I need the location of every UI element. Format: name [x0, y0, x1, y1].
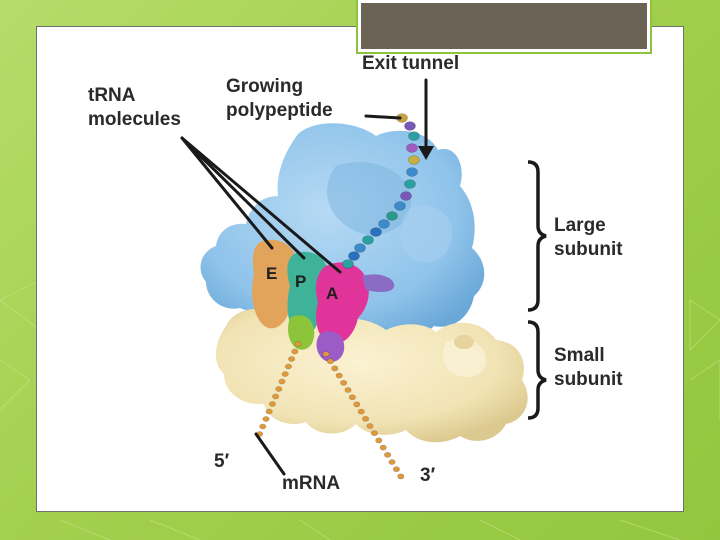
mrna-bead: [398, 474, 404, 479]
polypeptide-bead: [405, 122, 416, 131]
polypeptide-pointer: [366, 116, 400, 118]
three-prime-label: 3′: [420, 464, 435, 488]
mrna-bead: [285, 364, 291, 369]
small-subunit-bracket: [528, 322, 546, 418]
large-subunit-lobe: [400, 205, 452, 262]
mrna-bead: [340, 380, 346, 385]
polypeptide-bead: [355, 244, 366, 253]
mrna-bead: [393, 467, 399, 472]
polypeptide-bead: [379, 220, 390, 229]
mrna-bead: [323, 351, 329, 356]
small-subunit: [216, 308, 528, 442]
polypeptide-bead: [409, 156, 420, 165]
growing-polypeptide-label-line2: polypeptide: [226, 99, 333, 123]
polypeptide-bead: [401, 192, 412, 201]
mrna-bead: [380, 445, 386, 450]
mrna-bead: [376, 438, 382, 443]
polypeptide-bead: [409, 132, 420, 141]
large-subunit-label-line1: Large: [554, 214, 606, 238]
trna-molecules-label-line1: tRNA: [88, 84, 136, 108]
mrna-bead: [354, 402, 360, 407]
mrna-bead: [332, 366, 338, 371]
mrna-bead: [367, 423, 373, 428]
polypeptide-bead: [363, 236, 374, 245]
mrna-bead: [276, 386, 282, 391]
large-subunit-bracket: [528, 162, 546, 310]
small-subunit-label-line1: Small: [554, 344, 605, 368]
small-subunit-label-line2: subunit: [554, 368, 623, 392]
polypeptide-bead: [405, 180, 416, 189]
polypeptide-bead: [343, 260, 354, 269]
mrna-bead: [288, 356, 294, 361]
small-subunit-pocket: [454, 335, 474, 349]
five-prime-label: 5′: [214, 450, 229, 474]
mrna-bead: [272, 394, 278, 399]
a-site-label: A: [326, 284, 338, 304]
mrna-bead: [362, 416, 368, 421]
mrna-bead: [263, 416, 269, 421]
mrna-bead: [282, 371, 288, 376]
e-site-label: E: [266, 264, 277, 284]
polypeptide-bead: [371, 228, 382, 237]
polypeptide-bead: [407, 168, 418, 177]
mrna-pointer: [256, 434, 284, 474]
mrna-bead: [349, 395, 355, 400]
mrna-bead: [371, 431, 377, 436]
polypeptide-bead: [407, 144, 418, 153]
polypeptide-bead: [349, 252, 360, 261]
mrna-bead: [269, 401, 275, 406]
mrna-bead: [345, 387, 351, 392]
mrna-bead: [384, 452, 390, 457]
mrna-label: mRNA: [282, 472, 340, 496]
large-subunit-label-line2: subunit: [554, 238, 623, 262]
mrna-bead: [260, 424, 266, 429]
growing-polypeptide-label-line1: Growing: [226, 75, 303, 99]
mrna-bead: [327, 359, 333, 364]
mrna-bead: [292, 349, 298, 354]
trna-molecules-label-line2: molecules: [88, 108, 181, 132]
mrna-bead: [389, 459, 395, 464]
exit-tunnel-label: Exit tunnel: [362, 52, 459, 76]
p-site-label: P: [295, 272, 306, 292]
mrna-bead: [295, 341, 301, 346]
mrna-bead: [358, 409, 364, 414]
mrna-bead: [336, 373, 342, 378]
mrna-bead: [266, 409, 272, 414]
mrna-bead: [279, 379, 285, 384]
polypeptide-bead: [395, 202, 406, 211]
polypeptide-bead: [387, 212, 398, 221]
